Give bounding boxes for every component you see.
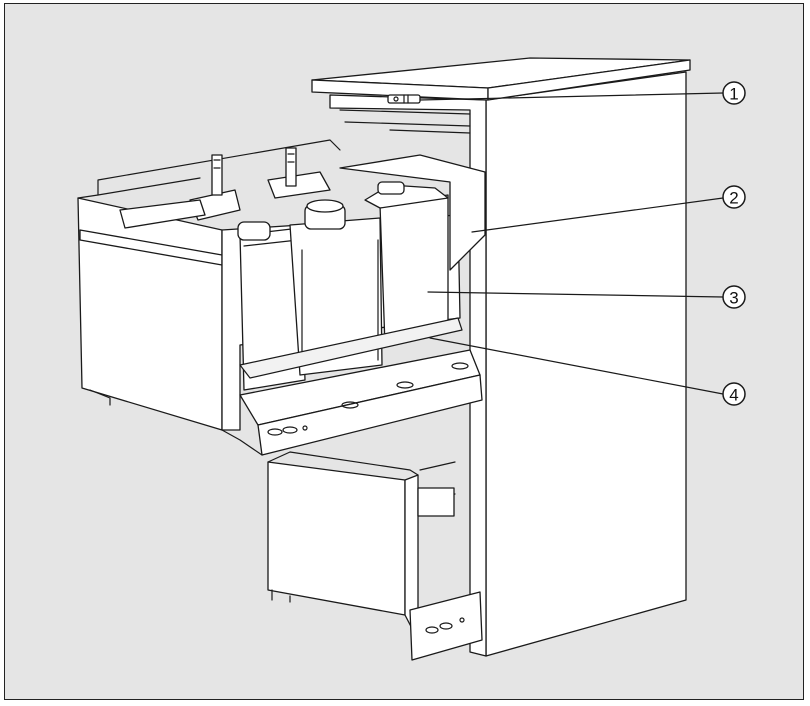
canister-left	[237, 221, 306, 391]
callout-3: 3	[722, 285, 746, 309]
callout-3-label: 3	[729, 289, 738, 308]
canister-right	[364, 181, 449, 346]
latch-part	[387, 94, 421, 104]
callout-4: 4	[722, 382, 746, 406]
callout-2: 2	[722, 185, 746, 209]
callout-1: 1	[722, 81, 746, 105]
rear-canisters	[119, 147, 331, 229]
cabinet-side-panel	[485, 71, 687, 657]
canister-tray	[239, 317, 463, 379]
callout-1-label: 1	[729, 85, 738, 104]
callout-4-label: 4	[729, 386, 738, 405]
lower-rail-slots	[425, 617, 465, 634]
lower-drawer	[267, 451, 483, 661]
canister-middle	[289, 199, 383, 376]
rear-box	[339, 154, 486, 271]
leader-lines	[419, 92, 724, 395]
rail-slots	[267, 362, 469, 436]
callout-2-label: 2	[729, 189, 738, 208]
